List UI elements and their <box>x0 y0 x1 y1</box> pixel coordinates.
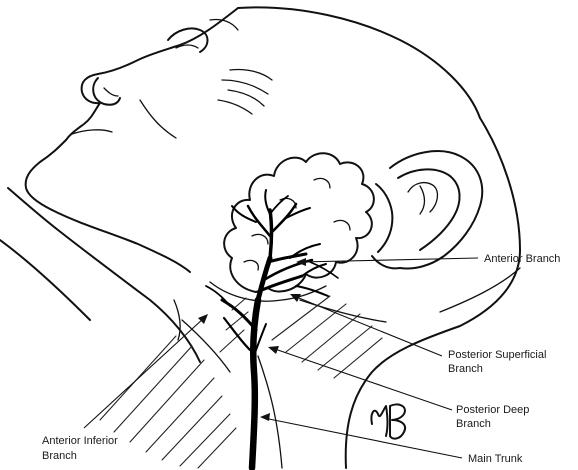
leader-anterior-branch <box>300 258 478 262</box>
leader-posterior-superficial-branch <box>294 296 442 356</box>
figure-labels: Anterior Branch Posterior Superficial Br… <box>42 253 560 465</box>
label-posterior-deep-line2: Branch <box>456 418 491 430</box>
label-anterior-inferior-line1: Anterior Inferior <box>42 435 118 447</box>
leader-anterior-inferior-branch <box>84 318 204 428</box>
label-main-trunk: Main Trunk <box>468 453 523 465</box>
label-posterior-superficial-line1: Posterior Superficial <box>448 349 546 361</box>
label-posterior-superficial-line2: Branch <box>448 363 483 375</box>
ear <box>372 151 482 268</box>
leader-posterior-deep-branch <box>272 348 452 410</box>
facial-nerve <box>206 190 338 468</box>
label-anterior-inferior-line2: Branch <box>42 450 77 462</box>
leader-main-trunk <box>264 418 462 458</box>
head-outline <box>0 7 520 468</box>
artist-signature <box>371 404 405 438</box>
label-anterior-branch: Anterior Branch <box>484 253 560 265</box>
neck-muscle-hatching <box>100 296 386 468</box>
label-posterior-deep-line1: Posterior Deep <box>456 404 529 416</box>
